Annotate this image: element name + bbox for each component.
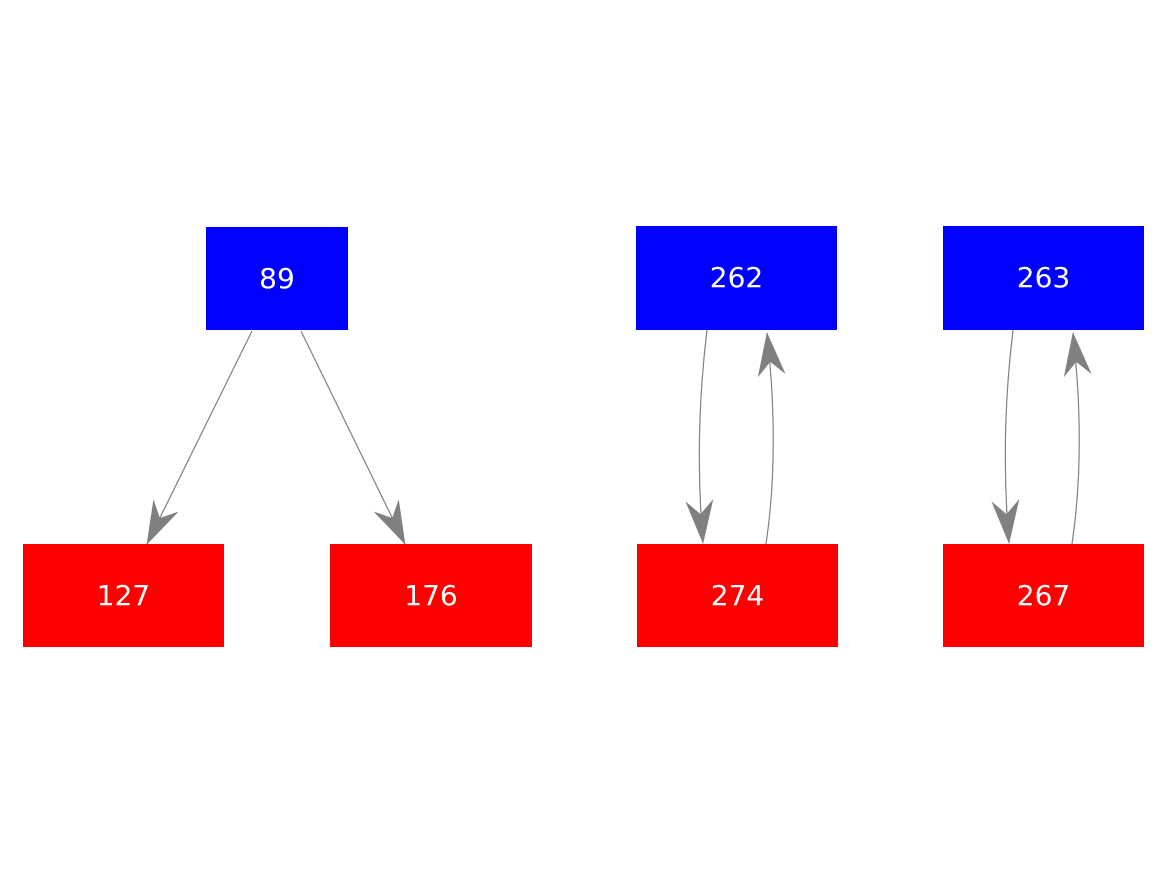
node-274: 274 (637, 544, 838, 647)
edge-274-to-262 (757, 332, 786, 545)
edge-89-to-127 (146, 330, 253, 545)
node-262: 262 (636, 226, 837, 330)
edge-89-to-176 (300, 330, 406, 545)
node-127-label: 127 (96, 578, 151, 612)
node-267: 267 (943, 544, 1144, 647)
node-176: 176 (330, 544, 532, 647)
edge-267-to-263 (1063, 332, 1092, 545)
node-274-label: 274 (710, 578, 765, 612)
node-176-label: 176 (404, 578, 458, 612)
node-89-label: 89 (259, 261, 295, 295)
edge-262-to-274 (685, 329, 714, 544)
node-263-label: 263 (1016, 261, 1071, 294)
node-267-label: 267 (1016, 578, 1071, 612)
node-89: 89 (206, 227, 348, 330)
node-263: 263 (943, 226, 1144, 330)
node-262-label: 262 (709, 261, 764, 294)
node-127: 127 (23, 544, 224, 647)
edge-263-to-267 (991, 329, 1020, 544)
